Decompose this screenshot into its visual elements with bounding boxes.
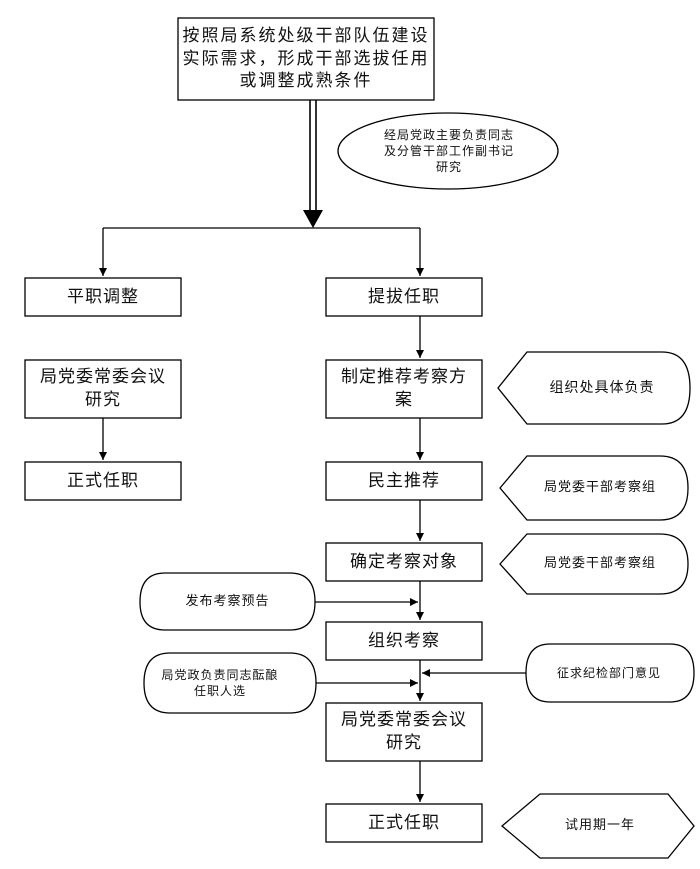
org-dept-note-text: 组织处具体负责 <box>549 379 655 396</box>
left-step3-box <box>24 461 182 501</box>
deliberation-shape <box>143 652 317 714</box>
research-note-text: 经局党政主要负责同志及分管干部工作副书记研究 <box>383 127 514 175</box>
inspection-team-2-text: 局党委干部考察组 <box>543 556 656 572</box>
publish-notice-shape <box>139 572 316 631</box>
right-step4-box <box>325 542 483 582</box>
right-step2-label: 制定推荐考察方案 <box>341 367 467 410</box>
inspection-team-1-text: 局党委干部考察组 <box>543 480 656 496</box>
top-box-text: 按照局系统处级干部队伍建设实际需求，形成干部选拔任用或调整成熟条件 <box>182 25 430 92</box>
trunk-arrowhead <box>303 210 323 228</box>
discipline-text: 征求纪检部门意见 <box>556 665 661 680</box>
probation-shape <box>500 793 695 859</box>
right-step5-label: 组织考察 <box>368 630 440 651</box>
right-step3-box <box>325 461 483 501</box>
left-step1-box <box>24 277 182 317</box>
inspection-team-2-shape <box>499 533 689 595</box>
top-box <box>177 17 435 101</box>
right-step2-box <box>325 359 483 419</box>
deliberation-text: 局党政负责同志酝酿任职人选 <box>161 667 279 698</box>
right-step1-box <box>325 277 483 317</box>
probation-text: 试用期一年 <box>564 818 635 834</box>
research-note-ellipse <box>337 112 559 190</box>
right-step7-label: 正式任职 <box>368 812 440 833</box>
left-step2-label: 局党委常委会议研究 <box>40 367 166 410</box>
right-step7-box <box>325 803 483 843</box>
right-step3-label: 民主推荐 <box>368 470 440 491</box>
left-step3-label: 正式任职 <box>67 470 139 491</box>
publish-notice-text: 发布考察预告 <box>185 593 270 609</box>
right-step4-label: 确定考察对象 <box>350 551 458 572</box>
discipline-shape <box>525 643 695 703</box>
left-step1-label: 平职调整 <box>67 286 139 307</box>
right-step1-label: 提拔任职 <box>368 286 440 307</box>
right-step5-box <box>325 621 483 661</box>
org-dept-note-shape <box>497 351 691 425</box>
inspection-team-1-shape <box>499 455 689 521</box>
right-step6-box <box>325 702 483 762</box>
right-step6-label: 局党委常委会议研究 <box>341 710 467 753</box>
